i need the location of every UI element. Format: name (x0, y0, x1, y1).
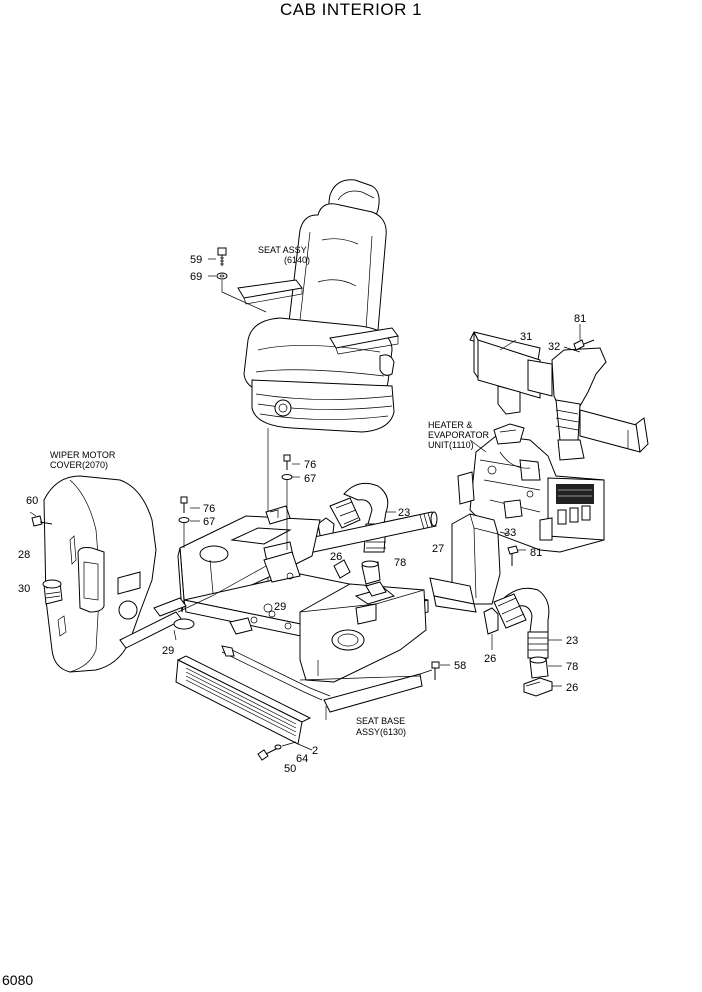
seat-assembly (237, 179, 399, 433)
part-number: 31 (520, 331, 532, 343)
part-number: 78 (394, 557, 406, 569)
part-number: 69 (190, 271, 202, 283)
seat-assy-label: SEAT ASSY (258, 245, 307, 255)
part-number: 27 (432, 543, 444, 555)
bolt-50-washer-64 (257, 741, 297, 761)
support-arm-29 (119, 551, 301, 649)
wiper-motor-cover (29, 475, 157, 673)
part-number: 30 (18, 583, 30, 595)
part-number: 64 (296, 753, 308, 765)
heater-evaporator-unit (457, 423, 605, 553)
bolt-58 (431, 661, 450, 680)
heater-label-3: UNIT(1110) (428, 440, 474, 450)
part-number: 81 (574, 313, 586, 325)
grille-panel (175, 655, 313, 751)
bolt-76-67-lower (178, 496, 200, 548)
heater-label-1: HEATER & (428, 420, 472, 430)
duct-33 (429, 513, 509, 613)
seat-base-assembly (177, 505, 433, 720)
part-number: 59 (190, 254, 202, 266)
clip-26-upper (333, 559, 351, 579)
page-number: 6080 (2, 972, 34, 988)
bolt-81-upper (573, 324, 595, 351)
bolt-59-washer-69 (208, 247, 267, 313)
part-number-labels: 59 69 31 81 32 76 67 60 76 67 23 28 33 2… (18, 254, 586, 775)
part-number: 32 (548, 341, 560, 353)
part-number: 23 (566, 635, 578, 647)
page-title: CAB INTERIOR 1 (279, 0, 423, 19)
part-number: 33 (504, 527, 516, 539)
part-number: 78 (566, 661, 578, 673)
wiper-label-2: COVER(2070) (50, 460, 108, 470)
bolt-81-lower (507, 545, 526, 566)
part-number: 26 (330, 551, 342, 563)
seat-base-label-2: ASSY(6130) (356, 727, 406, 737)
part-78-26-lower (523, 656, 562, 697)
part-number: 28 (18, 549, 30, 561)
bolt-76-67-upper (281, 454, 300, 550)
air-duct-upper (469, 331, 649, 461)
part-number: 50 (284, 763, 296, 775)
part-number: 26 (566, 682, 578, 694)
part-number: 67 (203, 516, 215, 528)
part-number: 76 (203, 503, 215, 515)
part-number: 2 (312, 745, 318, 757)
part-number: 29 (274, 601, 286, 613)
seat-assy-ref: (6140) (284, 255, 310, 265)
part-number: 26 (484, 653, 496, 665)
part-number: 58 (454, 660, 466, 672)
heater-label-2: EVAPORATOR (428, 430, 490, 440)
part-78-upper (361, 560, 381, 585)
hose-23-lower (483, 587, 562, 659)
part-number: 29 (162, 645, 174, 657)
callout-labels: SEAT ASSY (6140) HEATER & EVAPORATOR UNI… (50, 245, 490, 737)
wiper-label-1: WIPER MOTOR (50, 450, 116, 460)
part-number: 76 (304, 459, 316, 471)
part-number: 81 (530, 547, 542, 559)
part-number: 23 (398, 507, 410, 519)
part-number: 67 (304, 473, 316, 485)
part-number: 60 (26, 495, 38, 507)
seat-base-label-1: SEAT BASE (356, 716, 405, 726)
